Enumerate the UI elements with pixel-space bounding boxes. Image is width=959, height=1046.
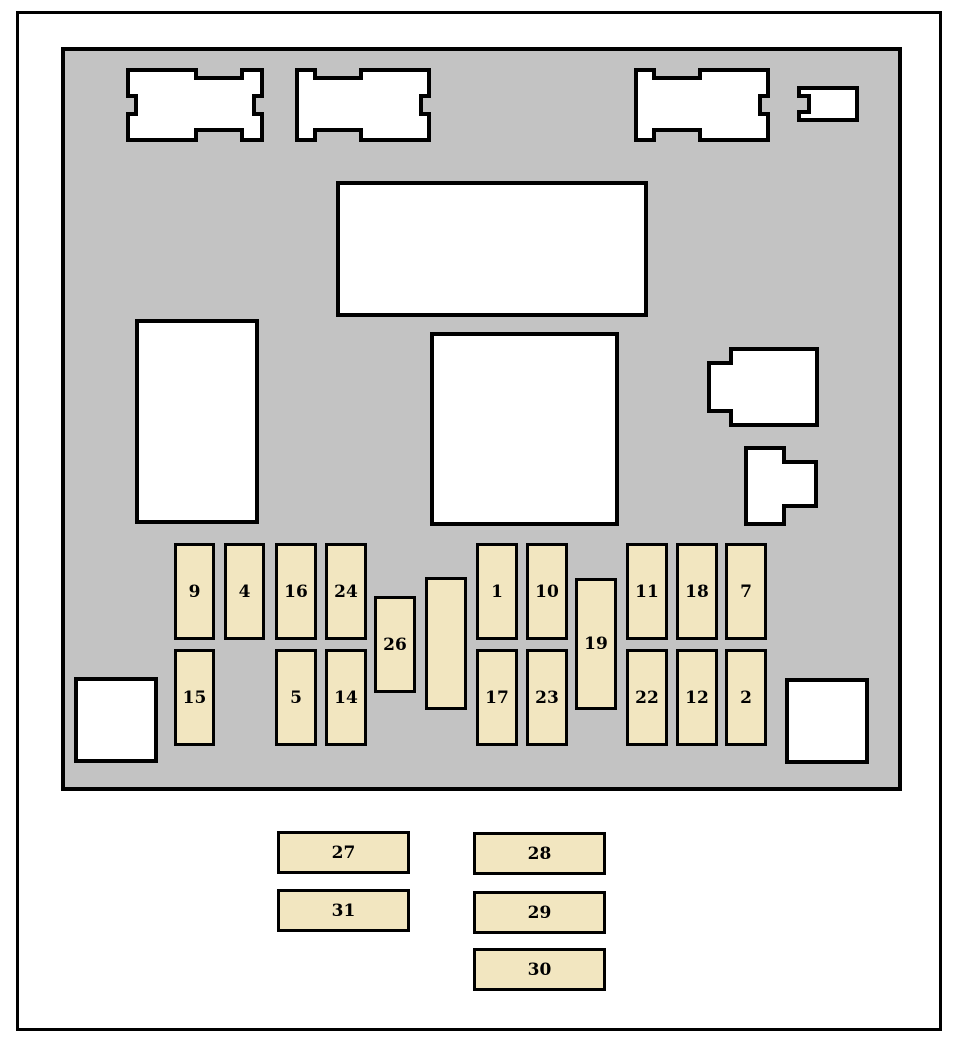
connector-top-right [634,68,770,142]
fuse-11: 11 [626,543,668,640]
fuse-22: 22 [626,649,668,746]
fuse-24: 24 [325,543,367,640]
connector-top-center [295,68,431,142]
fuse-9: 9 [174,543,215,640]
fuse-7: 7 [725,543,767,640]
fuse-1: 1 [476,543,518,640]
fuse-30: 30 [473,948,606,991]
fuse-10: 10 [526,543,568,640]
fuse-5: 5 [275,649,317,746]
fuse-16: 16 [275,543,317,640]
fuse-unlabeled [425,577,467,710]
fuse-12: 12 [676,649,718,746]
fuse-29: 29 [473,891,606,934]
relay-bottom-right [785,678,869,764]
fuse-28: 28 [473,832,606,875]
relay-right-lower [744,446,818,526]
relay-right-upper [707,347,819,427]
connector-top-left [126,68,264,142]
fuse-14: 14 [325,649,367,746]
fuse-31: 31 [277,889,410,932]
fuse-15: 15 [174,649,215,746]
relay-bottom-left [74,677,158,763]
fuse-26: 26 [374,596,416,693]
fuse-2: 2 [725,649,767,746]
fuse-19: 19 [575,578,617,710]
relay-left [135,319,259,524]
relay-center [430,332,619,526]
fuse-27: 27 [277,831,410,874]
fuse-18: 18 [676,543,718,640]
fuse-4: 4 [224,543,265,640]
fuse-17: 17 [476,649,518,746]
connector-small [797,86,859,122]
relay-large-top [336,181,648,317]
fuse-23: 23 [526,649,568,746]
